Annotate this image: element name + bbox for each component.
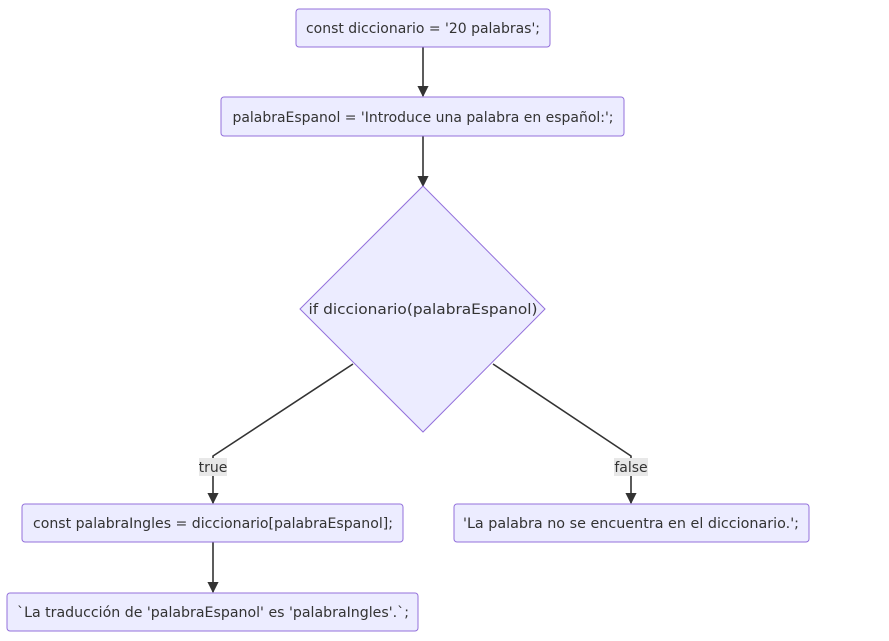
node-result-label: `La traducción de 'palabraEspanol' es 'p… [17, 605, 409, 621]
node-decision-diamond [299, 185, 546, 433]
node-result-box [6, 592, 419, 632]
node-start: const diccionario = '20 palabras'; [295, 8, 551, 48]
node-not-found-label: 'La palabra no se encuentra en el diccio… [463, 516, 799, 532]
edge-label-false-text: false [614, 460, 647, 476]
edge-decision-to-not-found [492, 363, 637, 505]
node-lookup-label: const palabraIngles = diccionario[palabr… [33, 516, 393, 532]
edge-label-false-background [614, 458, 648, 476]
node-lookup-box [21, 503, 404, 543]
edge-label-true-text: true [199, 460, 228, 476]
edge-label-true: true [199, 458, 228, 476]
node-input: palabraEspanol = 'Introduce una palabra … [220, 96, 625, 137]
node-not-found: 'La palabra no se encuentra en el diccio… [453, 503, 810, 543]
edges [207, 47, 637, 594]
node-start-box [295, 8, 551, 48]
node-result: `La traducción de 'palabraEspanol' es 'p… [6, 592, 419, 632]
node-start-label: const diccionario = '20 palabras'; [306, 21, 540, 37]
node-input-box [220, 96, 625, 137]
node-input-label: palabraEspanol = 'Introduce una palabra … [233, 110, 614, 126]
edge-label-true-background [199, 458, 227, 476]
node-decision-label: if diccionario(palabraEspanol) [309, 302, 538, 318]
edge-label-false: false [614, 458, 648, 476]
node-lookup: const palabraIngles = diccionario[palabr… [21, 503, 404, 543]
node-not-found-box [453, 503, 810, 543]
edge-decision-to-lookup [207, 363, 354, 505]
node-decision: if diccionario(palabraEspanol) [299, 185, 546, 433]
